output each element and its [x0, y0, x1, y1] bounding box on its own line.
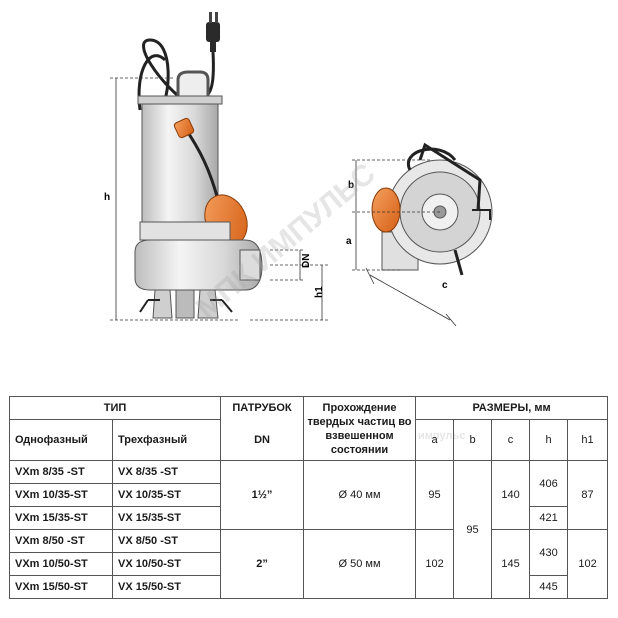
- header-solids: Прохождение твердых частиц во взвешенном…: [303, 396, 417, 461]
- cell-three: VX 10/35-ST: [111, 483, 222, 507]
- table-row: VXm 10/35-ST VX 10/35-ST: [9, 483, 608, 507]
- dimension-lines-top: [352, 159, 457, 327]
- header-outlet: ПАТРУБОК: [220, 396, 305, 420]
- header-dims: РАЗМЕРЫ, мм: [415, 396, 609, 420]
- header-c: c: [491, 419, 531, 461]
- cell-h-50a: 430: [529, 529, 569, 576]
- cell-three: VX 15/50-ST: [111, 575, 222, 599]
- cell-solids-35: Ø 40 мм: [303, 460, 417, 530]
- cell-single: VXm 10/50-ST: [9, 552, 113, 576]
- cell-c-35: 140: [491, 460, 531, 530]
- table-row: VXm 15/35-ST VX 15/35-ST 421: [9, 506, 608, 530]
- table-row: VXm 8/50 -ST VX 8/50 -ST 2” Ø 50 мм 102 …: [9, 529, 609, 599]
- cell-dn-35: 1½”: [220, 460, 305, 530]
- dim-label-a: a: [346, 236, 352, 247]
- dim-label-b: b: [348, 180, 354, 191]
- dimension-lines-side: [110, 77, 330, 321]
- cell-single: VXm 15/50-ST: [9, 575, 113, 599]
- header-h: h: [529, 419, 569, 461]
- dim-label-h: h: [104, 192, 110, 203]
- table-row: VXm 15/50-ST VX 15/50-ST 445: [9, 575, 608, 599]
- table-row: VXm 10/50-ST VX 10/50-ST: [9, 552, 608, 576]
- header-single-phase: Однофазный: [9, 419, 113, 461]
- cell-three: VX 10/50-ST: [111, 552, 222, 576]
- header-b: b: [453, 419, 493, 461]
- cell-solids-50: Ø 50 мм: [303, 529, 417, 599]
- pump-drawing: h DN h1 b a c: [104, 12, 493, 327]
- header-dn: DN: [220, 419, 305, 461]
- cell-single: VXm 8/50 -ST: [9, 529, 113, 553]
- cell-h-35b: 421: [529, 506, 569, 530]
- cell-three: VX 8/50 -ST: [111, 529, 222, 553]
- dim-label-dn: DN: [301, 254, 312, 268]
- spec-table: ТИП ПАТРУБОК Прохождение твердых частиц …: [8, 396, 609, 599]
- cell-h-35a: 406: [529, 460, 569, 507]
- cell-single: VXm 15/35-ST: [9, 506, 113, 530]
- cell-three: VX 15/35-ST: [111, 506, 222, 530]
- cell-a-50: 102: [415, 529, 455, 599]
- cell-dn-50: 2”: [220, 529, 305, 599]
- dim-label-h1: h1: [314, 286, 325, 298]
- header-three-phase: Трехфазный: [111, 419, 222, 461]
- spec-table-wrapper: ТИП ПАТРУБОК Прохождение твердых частиц …: [8, 396, 609, 599]
- cell-h1-35: 87: [567, 460, 609, 530]
- cell-h1-50: 102: [567, 529, 609, 599]
- header-a: a: [415, 419, 455, 461]
- header-type: ТИП: [8, 396, 222, 420]
- pump-side-view: [134, 12, 263, 319]
- power-plug-icon: [206, 12, 220, 52]
- cell-c-50: 145: [491, 529, 531, 599]
- table-row: VXm 8/35 -ST VX 8/35 -ST 1½” Ø 40 мм 95 …: [9, 460, 609, 599]
- cell-single: VXm 8/35 -ST: [9, 460, 113, 484]
- cell-h-50b: 445: [529, 575, 569, 599]
- cell-b-all: 95: [453, 460, 493, 599]
- cell-single: VXm 10/35-ST: [9, 483, 113, 507]
- header-h1: h1: [567, 419, 609, 461]
- pump-top-view: [371, 142, 493, 276]
- dim-label-c: c: [442, 280, 448, 291]
- cell-a-35: 95: [415, 460, 455, 530]
- cell-three: VX 8/35 -ST: [111, 460, 222, 484]
